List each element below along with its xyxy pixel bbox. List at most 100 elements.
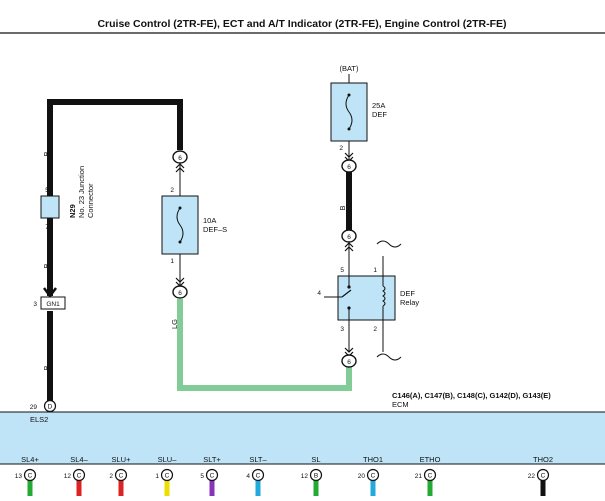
ecm-pin-number: 12 xyxy=(301,473,309,480)
def-relay xyxy=(337,275,396,321)
junction-desc-1: No. 23 Junction xyxy=(77,166,86,218)
fuse-def-pin-bottom: 2 xyxy=(339,145,343,152)
ecm-pin-name: SL4– xyxy=(70,455,88,464)
ecm-pin-number: 21 xyxy=(415,473,423,480)
els2-connector xyxy=(43,399,57,413)
ecm-pin-name: SL xyxy=(311,455,320,464)
relay-switch-contact xyxy=(341,289,352,298)
relay-pin-4: 4 xyxy=(317,290,321,297)
wire-label-b-3: B xyxy=(42,365,51,370)
terminal-6-relay-top xyxy=(341,229,357,243)
wire-break-bottom xyxy=(376,353,402,361)
ecm-pin-connector-letter: C xyxy=(256,473,261,480)
ecm-pin-connector xyxy=(366,468,380,482)
ecm-pin-number: 12 xyxy=(64,473,72,480)
ecm-pin-number: 20 xyxy=(358,473,366,480)
ecm-pin-0: SL4+ C 13 xyxy=(15,455,39,498)
relay-coil-icon xyxy=(382,285,386,307)
terminal-6-defs-bottom xyxy=(172,285,188,299)
fuse-10a-defs xyxy=(161,195,199,255)
wire-label-b-1: B xyxy=(42,151,51,156)
terminal-6-relay-bottom xyxy=(341,354,357,368)
ecm-pin-connector xyxy=(205,468,219,482)
ecm-pin-2: SLU+ C2 xyxy=(109,455,132,498)
fuse-def-rating: 25A xyxy=(372,101,385,110)
ecm-pin-connector xyxy=(251,468,265,482)
terminal-6-defs-bottom-label: 6 xyxy=(178,290,182,297)
wire-label-lg: LG xyxy=(170,319,179,329)
els2-label: ELS2 xyxy=(30,415,48,424)
els2-connector-letter: D xyxy=(48,404,53,411)
ecm-box xyxy=(0,411,605,465)
fuse-defs-pin-top: 2 xyxy=(170,187,174,194)
terminal-6-relay-bottom-label: 6 xyxy=(347,359,351,366)
ecm-pin-number: 1 xyxy=(155,473,159,480)
ecm-pin-5: SLT– C4 xyxy=(246,455,268,498)
ecm-pin-4: SLT+C5 xyxy=(200,455,221,498)
gn1-arrow xyxy=(43,287,57,299)
junction-pin-bottom: 7 xyxy=(45,224,49,231)
ecm-pin-row: SL4+C13SL4–C12SLU+C2SLU–C1SLT+C5SLT–C4SL… xyxy=(15,455,553,498)
ecm-pin-1: SL4–C12 xyxy=(64,455,89,498)
ecm-pin-connector xyxy=(72,468,86,482)
wire-b-loop xyxy=(47,99,183,296)
ecm-pin-connector-letter: C xyxy=(119,473,124,480)
wire-lg xyxy=(177,299,352,391)
ecm-pin-name: SL4+ xyxy=(21,455,39,464)
terminal-6-defs-top xyxy=(172,150,188,164)
ecm-pin-number: 22 xyxy=(528,473,536,480)
connector-gn1 xyxy=(40,296,66,310)
relay-pin-3: 3 xyxy=(340,326,344,333)
ecm-pin-name: SLT– xyxy=(249,455,267,464)
junction-desc-2: Connector xyxy=(86,183,95,218)
wire-label-b-2: B xyxy=(42,263,51,268)
terminal-6-def-label: 6 xyxy=(347,164,351,171)
ecm-pin-connector-letter: C xyxy=(428,473,433,480)
terminal-6-def xyxy=(341,159,357,173)
ecm-pin-connector xyxy=(309,468,323,482)
ecm-pin-name: SLU+ xyxy=(112,455,132,464)
ecm-pin-name: THO2 xyxy=(533,455,553,464)
relay-pin-2: 2 xyxy=(373,326,377,333)
ecm-connectors: C146(A), C147(B), C148(C), G142(D), G143… xyxy=(392,391,551,400)
junction-id: N29 xyxy=(68,204,77,218)
ecm-pin-number: 13 xyxy=(15,473,23,480)
diagram-title: Cruise Control (2TR-FE), ECT and A/T Ind… xyxy=(97,18,506,30)
ecm-pin-name: ETHO xyxy=(420,455,441,464)
fuse-def-name: DEF xyxy=(372,110,387,119)
ecm-pin-number: 2 xyxy=(109,473,113,480)
ecm-pin-name: THO1 xyxy=(363,455,383,464)
ecm-pin-number: 4 xyxy=(246,473,250,480)
ecm-pin-connector-letter: C xyxy=(165,473,170,480)
ecm-pin-name: SLU– xyxy=(158,455,178,464)
connector-gn1-label: GN1 xyxy=(46,301,60,308)
ecm-pin-connector-letter: C xyxy=(371,473,376,480)
wire-break-top xyxy=(376,240,402,248)
els2-pin-number: 29 xyxy=(30,404,38,411)
ecm-pin-name: SLT+ xyxy=(203,455,221,464)
ecm-name: ECM xyxy=(392,400,409,409)
ecm-pin-connector xyxy=(536,468,550,482)
terminal-6-defs-top-label: 6 xyxy=(178,155,182,162)
ecm-pin-connector-letter: C xyxy=(28,473,33,480)
relay-pin-1: 1 xyxy=(373,267,377,274)
ecm-pin-connector xyxy=(23,468,37,482)
ecm-pin-8: ETHO C 21 xyxy=(415,455,441,498)
connector-gn1-pin: 3 xyxy=(33,301,37,308)
relay-name-2: Relay xyxy=(400,298,419,307)
relay-pin-5: 5 xyxy=(340,267,344,274)
junction-pin-top: 5 xyxy=(45,187,49,194)
terminal-6-relay-top-label: 6 xyxy=(347,234,351,241)
relay-name-1: DEF xyxy=(400,289,415,298)
ecm-pin-number: 5 xyxy=(200,473,204,480)
junction-connector-n29 xyxy=(40,195,60,219)
ecm-pin-connector xyxy=(423,468,437,482)
fuse-icon xyxy=(176,207,184,243)
ecm-pin-connector xyxy=(114,468,128,482)
fuse-defs-pin-bottom: 1 xyxy=(170,258,174,265)
